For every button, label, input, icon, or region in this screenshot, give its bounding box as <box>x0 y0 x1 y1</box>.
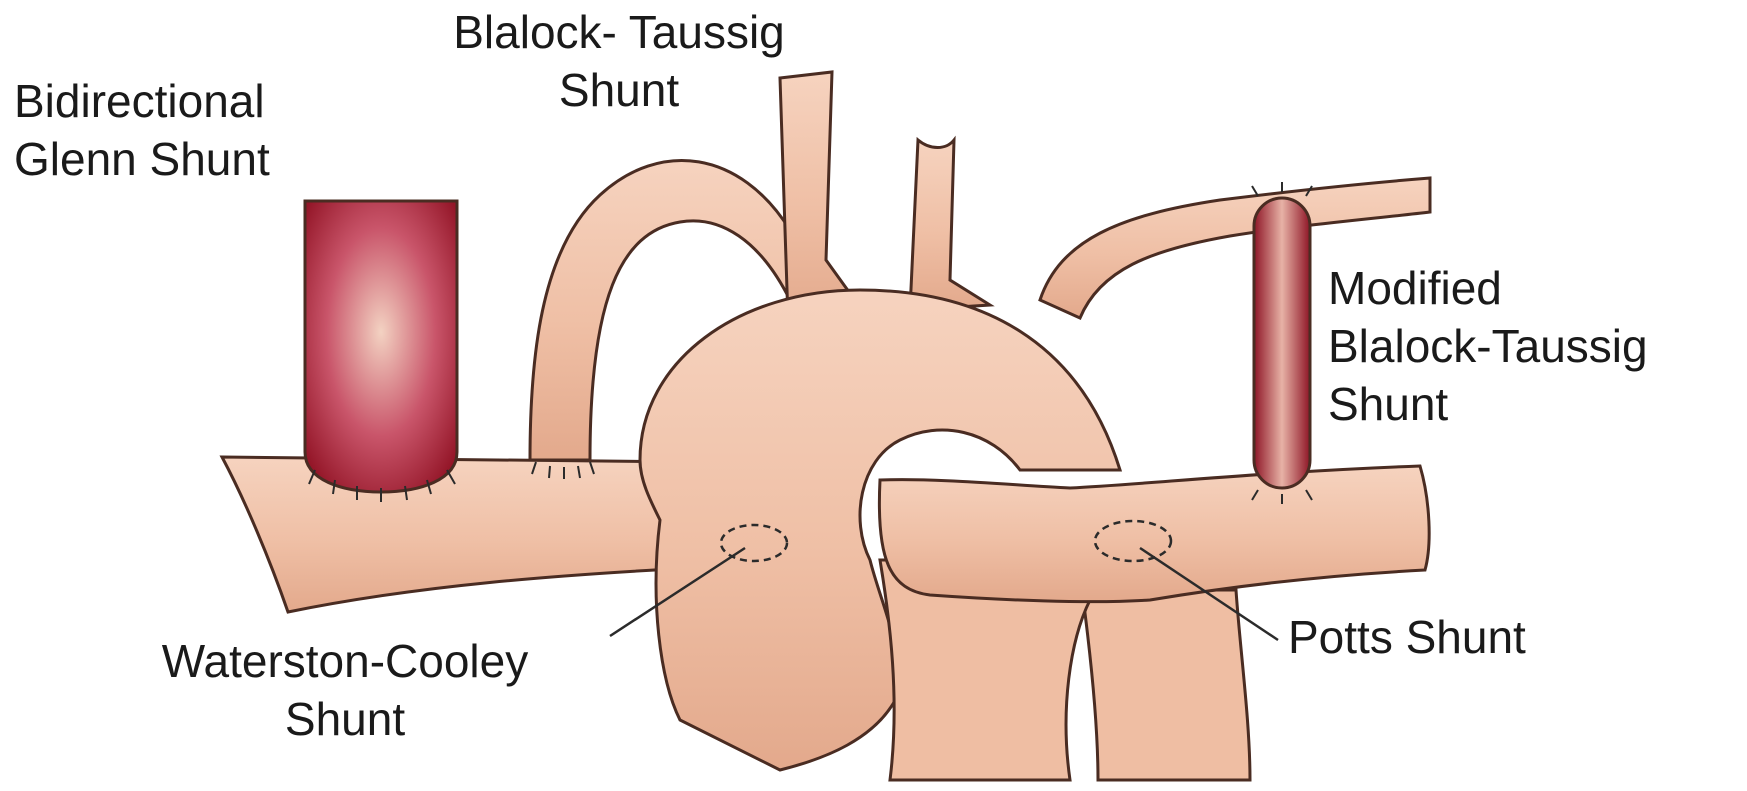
glenn-shunt-label: Bidirectional Glenn Shunt <box>14 72 270 188</box>
descending-aorta <box>1082 590 1250 780</box>
blalock-label-line1: Blalock- Taussig <box>404 3 834 61</box>
waterston-label-line2: Shunt <box>105 690 585 748</box>
potts-shunt-label: Potts Shunt <box>1288 608 1526 666</box>
modified-label-line1: Modified <box>1328 259 1648 317</box>
glenn-label-line2: Glenn Shunt <box>14 130 270 188</box>
carotid-artery-mid <box>910 140 990 310</box>
potts-label-line1: Potts Shunt <box>1288 608 1526 666</box>
glenn-shunt-graft <box>305 201 457 502</box>
glenn-label-line1: Bidirectional <box>14 72 270 130</box>
modified-label-line2: Blalock-Taussig <box>1328 317 1648 375</box>
modified-label-line3: Shunt <box>1328 375 1648 433</box>
blalock-label-line2: Shunt <box>404 61 834 119</box>
waterston-cooley-label: Waterston-Cooley Shunt <box>105 632 585 748</box>
modified-blalock-taussig-graft <box>1252 182 1312 504</box>
waterston-label-line1: Waterston-Cooley <box>105 632 585 690</box>
modified-blalock-taussig-label: Modified Blalock-Taussig Shunt <box>1328 259 1648 433</box>
right-pulmonary-artery <box>222 457 690 612</box>
left-pulmonary-artery <box>879 466 1429 602</box>
blalock-taussig-label: Blalock- Taussig Shunt <box>404 3 834 119</box>
